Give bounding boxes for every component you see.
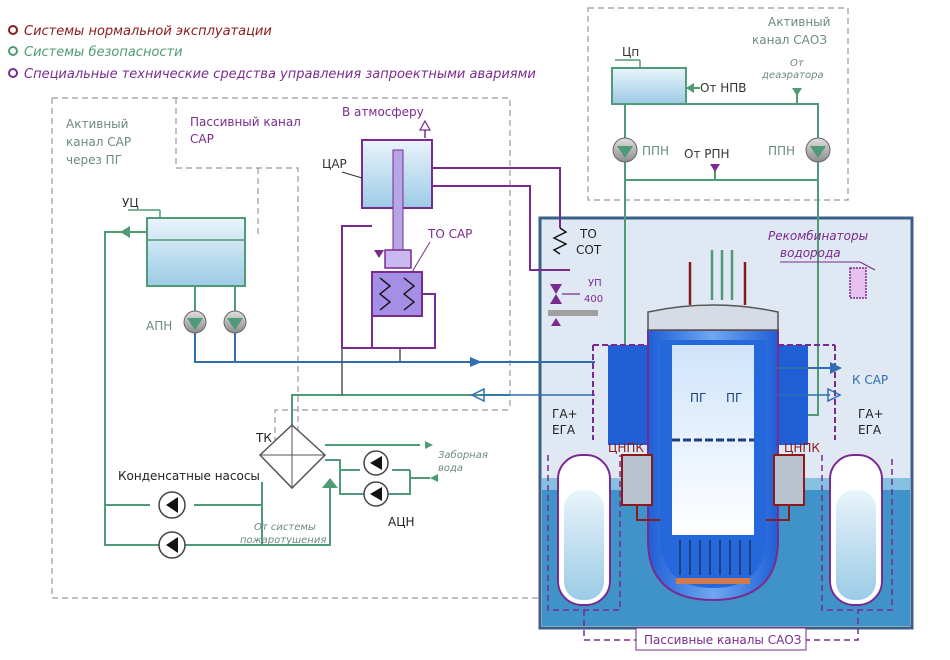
legend-item-safety: Системы безопасности: [24, 45, 183, 60]
ga-right-label-2: ЕГА: [858, 423, 882, 437]
cnpk-left-label: ЦНПК: [608, 441, 644, 455]
to-sot-label-1: ТО: [579, 227, 597, 241]
car-label: ЦАР: [322, 157, 347, 171]
active-saoz-label-2: канал САОЗ: [752, 33, 827, 47]
active-saoz-label-1: Активный: [768, 15, 830, 29]
intake-water-label-2: вода: [438, 463, 463, 474]
recombiners-label-2: водорода: [780, 246, 841, 260]
ga-left-label-2: ЕГА: [552, 423, 576, 437]
steam-generator-left: [608, 345, 648, 445]
condensate-pumps-label: Конденсатные насосы: [118, 469, 260, 483]
ga-left-label-1: ГА+: [552, 407, 578, 421]
tk-heat-exchanger: [258, 423, 327, 490]
fire-label-1: От системы: [254, 522, 316, 533]
apn-pump-left: [183, 310, 207, 334]
uc-label: УЦ: [122, 196, 139, 210]
acn-label: АЦН: [388, 515, 415, 529]
up-label-1: УП: [588, 278, 602, 289]
cnpk-left: [621, 454, 653, 506]
pg-left-label: ПГ: [690, 391, 706, 405]
to-sar-right-label: К САР: [852, 373, 888, 387]
up-label-2: 400: [584, 294, 603, 305]
to-sot-label-2: СОТ: [576, 243, 602, 257]
intake-water-label-1: Заборная: [438, 449, 488, 461]
to-sot-group: ТО СОТ УП 400: [548, 227, 603, 326]
active-sar-label-1: Активный: [66, 117, 128, 131]
passive-sar-label-1: Пассивный канал: [190, 115, 301, 129]
condensate-pump-2: [158, 531, 186, 559]
apn-pump-right: [223, 310, 247, 334]
passive-saoz-label: Пассивные каналы САОЗ: [644, 633, 801, 647]
atmosphere-label: В атмосферу: [342, 105, 424, 119]
passive-sar-label-2: САР: [190, 132, 214, 146]
cnpk-right-label: ЦНПК: [784, 441, 820, 455]
ga-ega-right: ГА+ ЕГА: [829, 407, 884, 606]
ppn-left-label: ППН: [642, 144, 669, 158]
legend: Системы нормальной эксплуатации Системы …: [8, 24, 536, 82]
active-sar-channel: Активный канал САР через ПГ УЦ: [66, 117, 595, 559]
acn-pump-1: [363, 450, 389, 476]
legend-item-special: Специальные технические средства управле…: [24, 67, 536, 82]
acn-pump-2: [363, 481, 389, 507]
legend-marker-special: [8, 68, 18, 78]
tk-label: ТК: [255, 431, 272, 445]
ga-ega-left: ГА+ ЕГА: [552, 407, 611, 606]
legend-item-normal: Системы нормальной эксплуатации: [24, 24, 272, 39]
legend-marker-safety: [8, 46, 18, 56]
from-deaerator-label-1: От: [790, 58, 805, 69]
to-sar-label: ТО САР: [427, 227, 472, 241]
recombiner-block: [849, 267, 867, 299]
passive-saoz-frame: [547, 455, 893, 641]
recombiners-group: Рекомбинаторы водорода: [768, 229, 876, 299]
apn-label: АПН: [146, 319, 172, 333]
condensate-pump-1: [158, 491, 186, 519]
recombiners-label-1: Рекомбинаторы: [768, 229, 868, 243]
legend-marker-normal: [8, 25, 18, 35]
reactor: ПГ ПГ К САР ЦНПК ЦНПК: [592, 250, 888, 602]
from-npv-label: От НПВ: [700, 81, 747, 95]
cnpk-right: [773, 454, 805, 506]
uc-tank: [146, 217, 246, 287]
cp-tank: [611, 67, 687, 105]
from-rpn-label: От РПН: [684, 147, 730, 161]
cp-label: Цп: [622, 45, 639, 59]
ppn-pump-left: [612, 137, 638, 163]
ppn-right-label: ППН: [768, 144, 795, 158]
pg-right-label: ПГ: [726, 391, 742, 405]
fire-label-2: пожаротушения: [240, 535, 326, 546]
active-sar-label-2: канал САР: [66, 135, 131, 149]
from-deaerator-label-2: деаэратора: [761, 70, 824, 81]
passive-sar-channel: Пассивный канал САР В атмосферу ЦАР ТО С…: [190, 105, 570, 395]
ppn-pump-right: [805, 137, 831, 163]
ga-right-label-1: ГА+: [858, 407, 884, 421]
active-sar-label-3: через ПГ: [66, 153, 122, 167]
